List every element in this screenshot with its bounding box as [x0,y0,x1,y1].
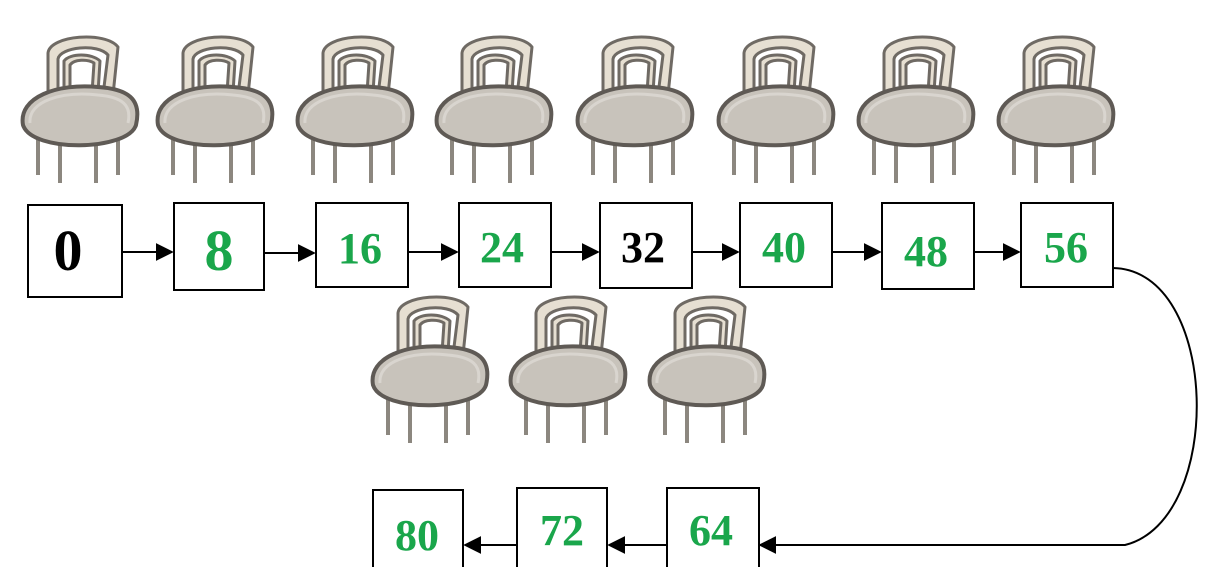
chair-icon [158,37,273,183]
chair-icon [373,297,488,443]
chair-icon [511,297,626,443]
bottom-row-boxes: 80 72 64 [373,488,759,567]
chair-icon [437,37,552,183]
wrap-arrow [760,268,1197,545]
chair-icon [650,297,765,443]
chair-icon [719,37,834,183]
top-row-boxes: 0 8 16 24 32 40 48 56 [28,203,1113,297]
seq-label-4: 32 [621,223,665,272]
seq-label-80: 80 [395,511,439,560]
chair-icon [298,37,413,183]
chair-icon [999,37,1114,183]
seq-label-3: 24 [480,223,524,272]
seq-label-72: 72 [540,506,584,555]
seq-label-0: 0 [54,218,83,283]
chair-icon [23,37,138,183]
chair-icon [578,37,693,183]
chair-icon [859,37,974,183]
chairs-bottom-row [373,297,765,443]
seq-label-6: 48 [904,227,948,276]
seq-label-5: 40 [762,223,806,272]
seq-label-7: 56 [1044,223,1088,272]
seq-label-64: 64 [689,506,733,555]
seq-label-1: 8 [205,218,234,283]
seq-label-2: 16 [338,224,382,273]
chairs-top-row [23,37,1114,183]
